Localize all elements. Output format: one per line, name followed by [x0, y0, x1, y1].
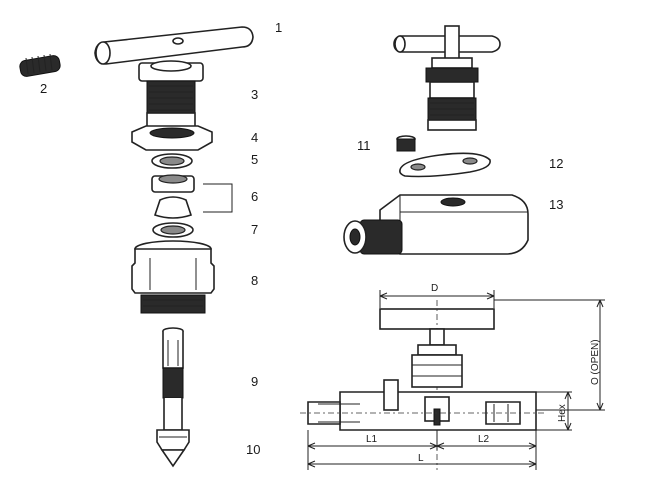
label-part-10: 10 [246, 442, 260, 457]
part-8-body [131, 240, 215, 314]
part-10-needle-tip [156, 429, 190, 468]
part-12-gasket-plate [399, 152, 491, 178]
part-13-valve-body [343, 194, 529, 255]
dimension-label-l1: L1 [366, 434, 378, 445]
assembled-bonnet-view [393, 25, 501, 131]
label-part-5: 5 [251, 152, 258, 167]
label-part-13: 13 [549, 197, 563, 212]
label-part-12: 12 [549, 156, 563, 171]
label-part-6: 6 [251, 189, 258, 204]
label-part-3: 3 [251, 87, 258, 102]
label-part-7: 7 [251, 222, 258, 237]
part-6-packing [151, 174, 233, 219]
part-1-handle-bar [94, 26, 254, 65]
dimension-label-d: D [431, 283, 438, 294]
label-part-1: 1 [275, 20, 282, 35]
part-2-set-screw [19, 53, 61, 77]
dimension-label-l: L [418, 453, 424, 464]
label-part-11: 11 [357, 138, 371, 153]
part-4-hex-nut [131, 125, 213, 151]
part-3-bonnet [138, 60, 204, 128]
part-11-plug [396, 135, 416, 152]
part-7-washer [152, 222, 194, 238]
label-part-9: 9 [251, 374, 258, 389]
label-part-4: 4 [251, 130, 258, 145]
dimension-label-o-open: O (OPEN) [590, 339, 601, 385]
dimension-drawing [300, 290, 605, 470]
dimension-label-hex: Hex [557, 404, 568, 422]
label-part-8: 8 [251, 273, 258, 288]
dimension-label-l2: L2 [478, 434, 490, 445]
label-part-2: 2 [40, 81, 47, 96]
part-5-washer [151, 153, 193, 169]
part-9-stem [162, 327, 184, 431]
